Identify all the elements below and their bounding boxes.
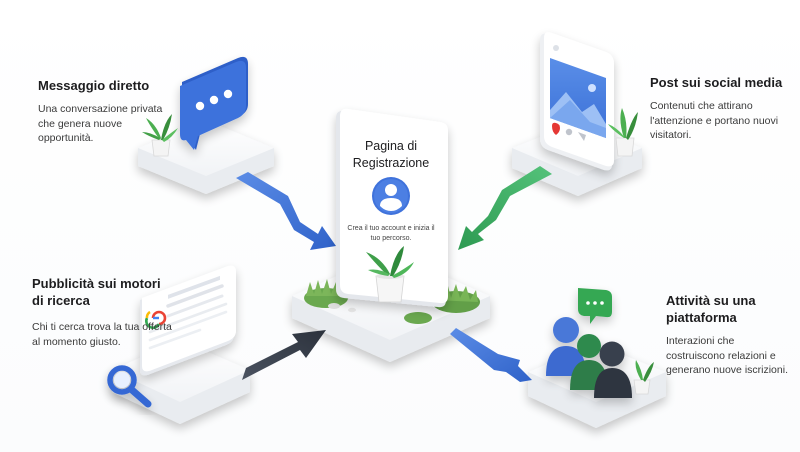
plant-icon xyxy=(142,114,178,157)
arrow-search-ads xyxy=(242,330,326,380)
google-logo-icon xyxy=(145,310,167,329)
label-direct-message: Messaggio diretto Una conversazione priv… xyxy=(38,77,178,146)
plant-icon xyxy=(633,360,654,395)
arrow-social xyxy=(458,166,552,250)
people-group-icon xyxy=(546,288,632,398)
search-ads-title: Pubblicità sui motori di ricerca xyxy=(32,276,161,308)
platform-activity-title: Attività su una piattaforma xyxy=(666,293,756,325)
search-ad-window xyxy=(140,265,236,376)
label-search-ads: Pubblicità sui motori di ricerca Chi ti … xyxy=(32,275,172,349)
plant-icon xyxy=(366,246,414,303)
user-avatar-icon xyxy=(372,177,410,215)
chat-bubble-icon xyxy=(180,56,248,150)
direct-message-description: Una conversazione privata che genera nuo… xyxy=(38,103,163,144)
registration-page-title: Pagina di Registrazione xyxy=(352,139,430,170)
label-platform-activity: Attività su una piattaforma Interazioni … xyxy=(666,292,796,378)
direct-message-title: Messaggio diretto xyxy=(38,78,150,93)
heart-icon xyxy=(552,122,560,135)
image-icon xyxy=(550,58,606,138)
magnifier-icon xyxy=(107,365,152,408)
social-media-title: Post sui social media xyxy=(650,75,783,90)
platform-activity-description: Interazioni che costruiscono relazioni e… xyxy=(666,335,788,376)
arrow-direct-message xyxy=(236,172,336,250)
label-social-media: Post sui social media Contenuti che atti… xyxy=(650,74,800,143)
arrow-platform xyxy=(450,328,532,382)
registration-page-subtitle: Crea il tuo account e inizia il tuo perc… xyxy=(347,225,435,242)
social-media-description: Contenuti che attirano l'attenzione e po… xyxy=(650,100,779,141)
search-ads-description: Chi ti cerca trova la tua offerta al mom… xyxy=(32,321,172,348)
social-post-card xyxy=(540,32,614,171)
plant-icon xyxy=(608,108,638,157)
